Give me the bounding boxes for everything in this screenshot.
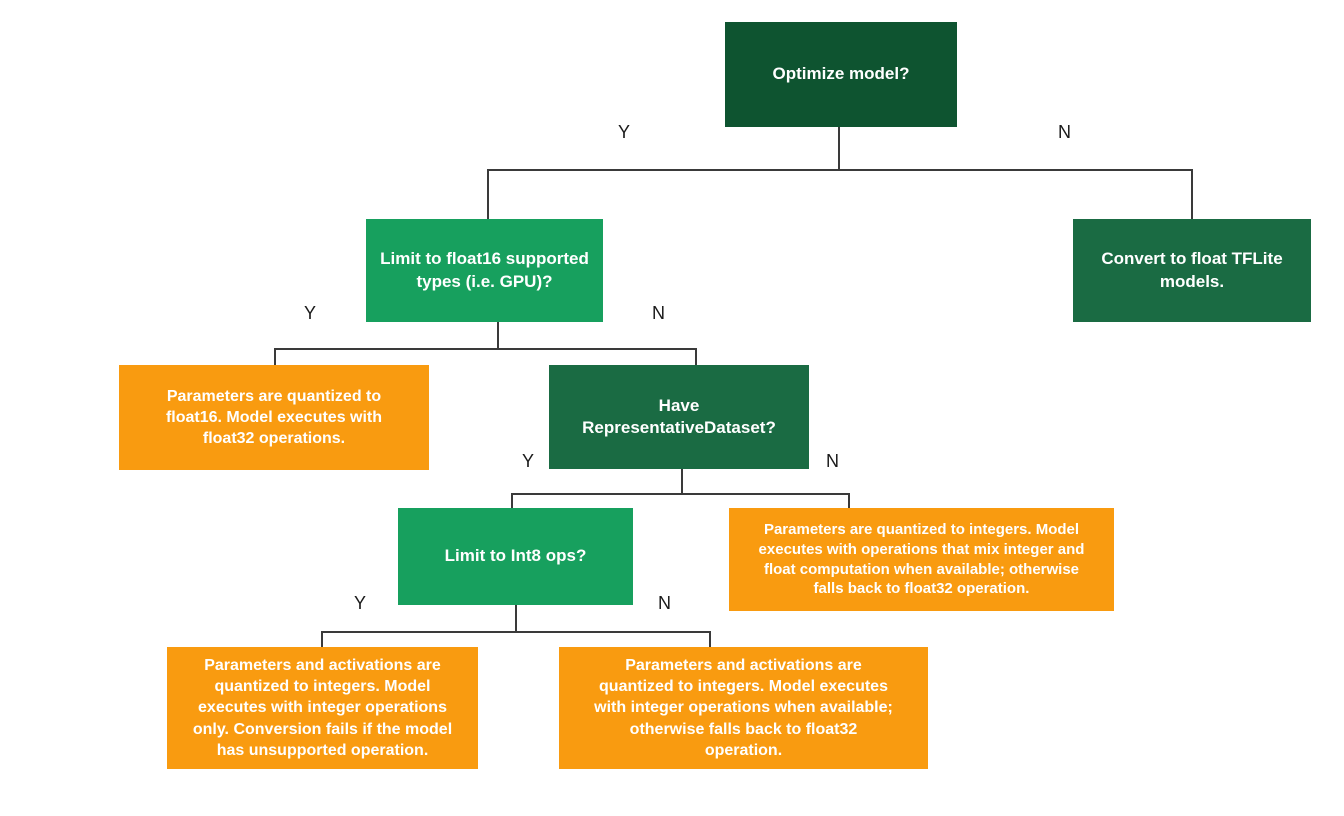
node-integer-fallback-outcome[interactable]: Parameters and activations are quantized… — [559, 647, 928, 769]
edge-float16-no-drop — [695, 348, 697, 365]
branch-label-float16-no: N — [652, 303, 665, 323]
edge-int8-trunk — [515, 605, 517, 633]
edge-optimize-no-drop — [1191, 169, 1193, 219]
edge-float16-yes-drop — [274, 348, 276, 366]
node-convert-float-tflite[interactable]: Convert to float TFLite models. — [1073, 219, 1311, 322]
edge-int8-yes-drop — [321, 631, 323, 648]
node-have-representative-dataset[interactable]: Have RepresentativeDataset? — [549, 365, 809, 469]
edge-optimize-trunk — [838, 127, 840, 171]
node-integer-only-outcome[interactable]: Parameters and activations are quantized… — [167, 647, 478, 769]
edge-dataset-split-bar — [511, 493, 850, 495]
node-optimize-model[interactable]: Optimize model? — [725, 22, 957, 127]
edge-float16-trunk — [497, 322, 499, 350]
branch-label-int8-yes: Y — [354, 593, 367, 613]
edge-dataset-trunk — [681, 469, 683, 495]
edge-optimize-yes-drop — [487, 169, 489, 219]
node-float16-outcome[interactable]: Parameters are quantized to float16. Mod… — [119, 365, 429, 470]
node-limit-float16[interactable]: Limit to float16 supported types (i.e. G… — [366, 219, 603, 322]
edge-dataset-no-drop — [848, 493, 850, 509]
branch-label-optimize-yes: Y — [618, 122, 631, 142]
edge-dataset-yes-drop — [511, 493, 513, 509]
node-mixed-integer-float-outcome[interactable]: Parameters are quantized to integers. Mo… — [729, 508, 1114, 611]
edge-int8-no-drop — [709, 631, 711, 648]
branch-label-optimize-no: N — [1058, 122, 1071, 142]
node-limit-int8-ops[interactable]: Limit to Int8 ops? — [398, 508, 633, 605]
branch-label-dataset-yes: Y — [522, 451, 535, 471]
edge-float16-split-bar — [274, 348, 697, 350]
branch-label-dataset-no: N — [826, 451, 839, 471]
branch-label-float16-yes: Y — [304, 303, 317, 323]
branch-label-int8-no: N — [658, 593, 671, 613]
edge-optimize-split-bar — [487, 169, 1193, 171]
edge-int8-split-bar — [321, 631, 711, 633]
